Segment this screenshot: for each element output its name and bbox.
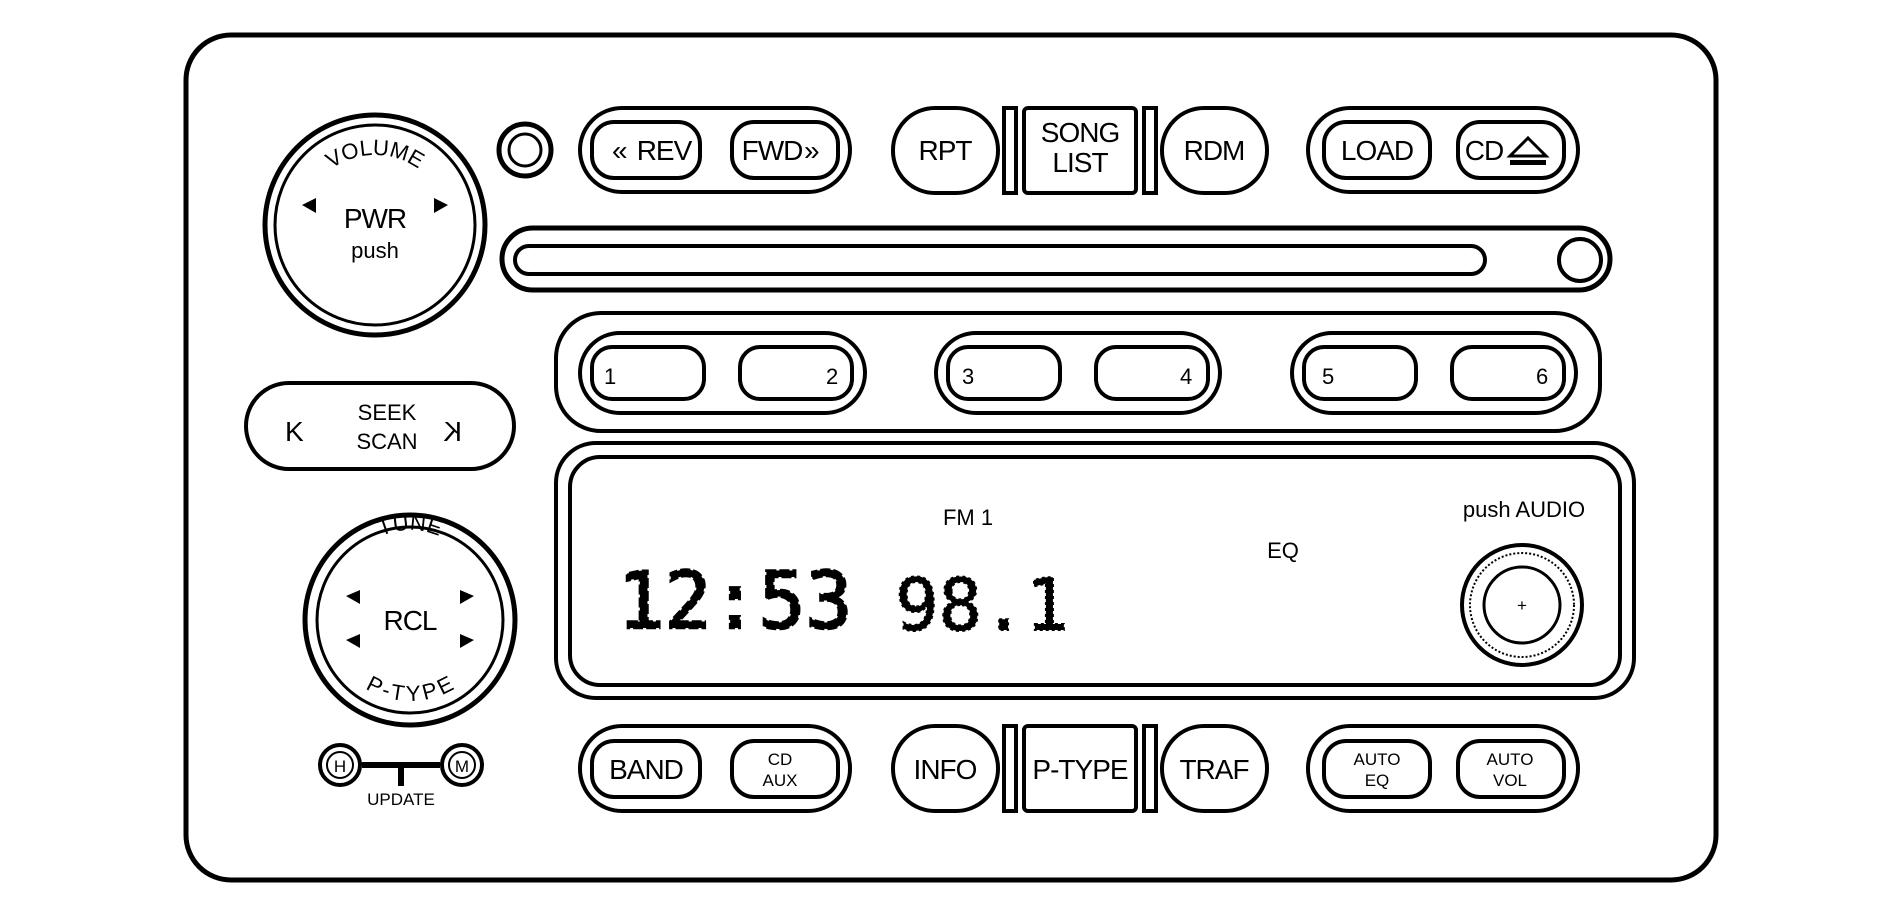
svg-text:SONG: SONG bbox=[1041, 117, 1119, 148]
push-label: push bbox=[351, 238, 399, 263]
preset-button-4[interactable]: 4 bbox=[1094, 345, 1210, 401]
update-label: UPDATE bbox=[367, 790, 435, 809]
svg-text:EQ: EQ bbox=[1365, 771, 1390, 790]
divider bbox=[1142, 106, 1158, 195]
band-button[interactable]: BAND bbox=[590, 739, 702, 799]
seek-next-icon: K bbox=[443, 416, 462, 447]
slot-light bbox=[1557, 237, 1603, 283]
cd-eject-button[interactable]: CD bbox=[1456, 120, 1566, 180]
rev-button[interactable]: « REV bbox=[590, 120, 702, 180]
svg-text:LIST: LIST bbox=[1052, 147, 1108, 178]
push-audio-label: push AUDIO bbox=[1463, 497, 1585, 522]
fwd-button[interactable]: FWD » bbox=[730, 120, 840, 180]
rpt-button[interactable]: RPT bbox=[891, 106, 1000, 195]
divider bbox=[1002, 724, 1018, 813]
svg-text:CD: CD bbox=[768, 750, 793, 769]
frequency-readout: 98.1 bbox=[895, 563, 1068, 647]
svg-text:H: H bbox=[334, 757, 346, 776]
svg-text:2: 2 bbox=[826, 364, 838, 389]
audio-knob[interactable]: + bbox=[1460, 543, 1584, 667]
svg-text:SCAN: SCAN bbox=[356, 429, 417, 454]
svg-text:TRAF: TRAF bbox=[1179, 754, 1248, 785]
svg-text:BAND: BAND bbox=[609, 754, 683, 785]
preset-button-2[interactable]: 2 bbox=[738, 345, 854, 401]
eject-icon bbox=[1506, 135, 1550, 165]
svg-text:4: 4 bbox=[1180, 364, 1192, 389]
cd-aux-button[interactable]: CD AUX bbox=[730, 739, 840, 799]
display-window: FM 1 EQ 12:53 98.1 push AUDIO bbox=[554, 441, 1636, 700]
ptype-right-arrow-icon bbox=[460, 634, 474, 648]
rcl-label: RCL bbox=[383, 605, 436, 636]
seek-scan-button[interactable]: K K SEEK SCAN bbox=[244, 381, 516, 471]
tune-recall-knob[interactable]: TUNE RCL P-TYPE bbox=[302, 510, 518, 728]
svg-text:INFO: INFO bbox=[914, 754, 977, 785]
update-bracket bbox=[362, 762, 440, 786]
preset-button-5[interactable]: 5 bbox=[1302, 345, 1418, 401]
band-indicator: FM 1 bbox=[943, 505, 993, 530]
hour-button[interactable]: H bbox=[318, 743, 362, 787]
minute-button[interactable]: M bbox=[440, 743, 484, 787]
indicator-light bbox=[496, 121, 554, 179]
traf-button[interactable]: TRAF bbox=[1160, 724, 1269, 813]
eq-indicator: EQ bbox=[1267, 538, 1299, 563]
svg-text:RDM: RDM bbox=[1184, 135, 1245, 166]
svg-text:VOL: VOL bbox=[1493, 771, 1527, 790]
svg-text:SEEK: SEEK bbox=[358, 400, 417, 425]
svg-text:FWD: FWD bbox=[742, 135, 803, 166]
rev-arrows-icon: « bbox=[612, 135, 627, 166]
svg-text:3: 3 bbox=[962, 364, 974, 389]
volume-right-arrow-icon bbox=[434, 198, 448, 213]
svg-text:AUTO: AUTO bbox=[1487, 750, 1534, 769]
svg-text:1: 1 bbox=[604, 364, 616, 389]
svg-text:REV: REV bbox=[637, 135, 693, 166]
info-button[interactable]: INFO bbox=[891, 724, 1000, 813]
seek-prev-icon: K bbox=[285, 416, 304, 447]
svg-text:AUTO: AUTO bbox=[1354, 750, 1401, 769]
preset-button-6[interactable]: 6 bbox=[1450, 345, 1566, 401]
svg-text:P-TYPE: P-TYPE bbox=[1032, 754, 1127, 785]
divider bbox=[1002, 106, 1018, 195]
audio-center-mark-icon: + bbox=[1517, 596, 1527, 615]
tune-right-arrow-icon bbox=[460, 590, 474, 604]
svg-text:M: M bbox=[455, 757, 469, 776]
fwd-arrows-icon: » bbox=[804, 135, 819, 166]
svg-text:RPT: RPT bbox=[919, 135, 973, 166]
ptype-left-arrow-icon bbox=[346, 634, 360, 648]
ptype-button[interactable]: P-TYPE bbox=[1022, 724, 1138, 813]
clock-readout: 12:53 bbox=[618, 557, 853, 647]
preset-button-1[interactable]: 1 bbox=[590, 345, 706, 401]
divider bbox=[1142, 724, 1158, 813]
svg-text:CD: CD bbox=[1465, 135, 1503, 166]
cd-slot bbox=[499, 225, 1613, 293]
rdm-button[interactable]: RDM bbox=[1160, 106, 1269, 195]
volume-power-knob[interactable]: VOLUME PWR push bbox=[262, 112, 488, 338]
svg-text:5: 5 bbox=[1322, 364, 1334, 389]
auto-vol-button[interactable]: AUTO VOL bbox=[1456, 739, 1566, 799]
auto-eq-button[interactable]: AUTO EQ bbox=[1322, 739, 1432, 799]
svg-text:6: 6 bbox=[1536, 364, 1548, 389]
preset-button-3[interactable]: 3 bbox=[946, 345, 1062, 401]
tune-left-arrow-icon bbox=[346, 590, 360, 604]
load-button[interactable]: LOAD bbox=[1322, 120, 1432, 180]
volume-left-arrow-icon bbox=[302, 198, 316, 213]
pwr-label: PWR bbox=[344, 203, 406, 234]
svg-text:LOAD: LOAD bbox=[1341, 135, 1413, 166]
song-list-button[interactable]: SONG LIST bbox=[1022, 106, 1138, 195]
svg-text:AUX: AUX bbox=[763, 771, 798, 790]
